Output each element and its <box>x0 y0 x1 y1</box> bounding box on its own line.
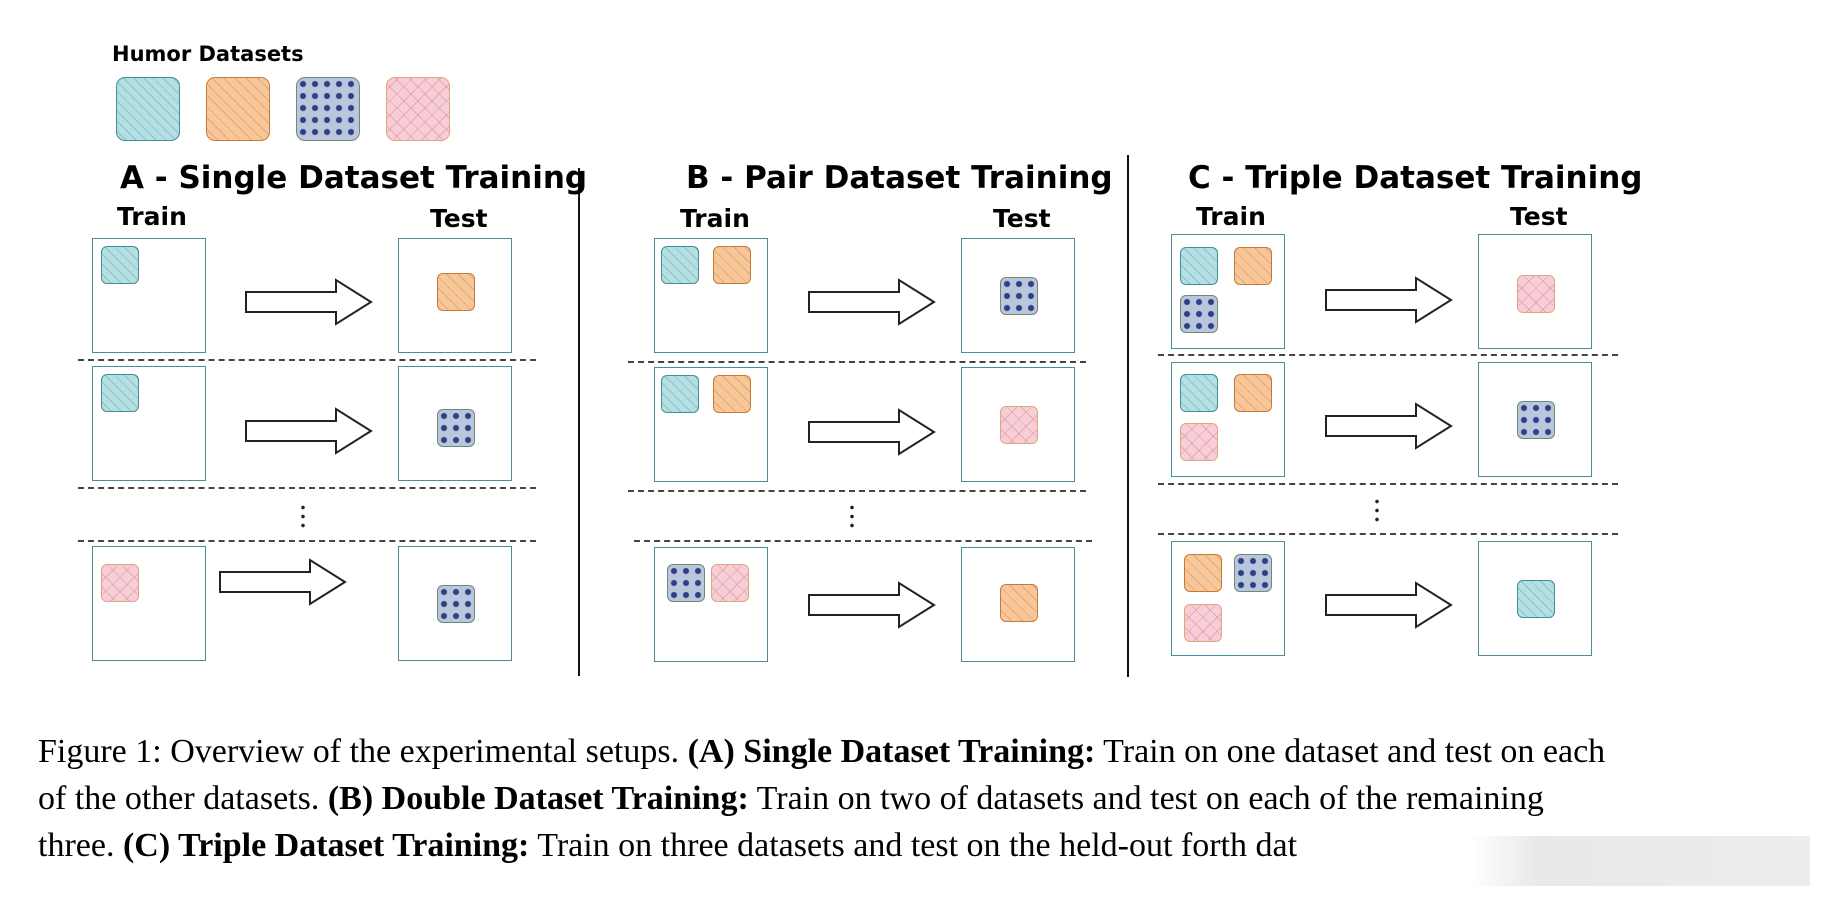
caption-text: three. <box>38 827 123 864</box>
dataset-tile-blue-dots <box>667 564 705 602</box>
dataset-tile-orange <box>1234 247 1272 285</box>
dataset-tile-orange <box>713 375 751 413</box>
panel-a-test-label: Test <box>430 204 488 233</box>
panel-c-ellipsis <box>1375 497 1379 523</box>
panel-a-separator-2 <box>78 487 536 489</box>
dataset-tile-teal <box>101 374 139 412</box>
panel-c-row1-train-box <box>1171 234 1285 349</box>
panel-a-row2-arrow <box>244 407 374 455</box>
dataset-tile-pink <box>1180 423 1218 461</box>
panel-a-row3-arrow <box>218 558 348 606</box>
dataset-tile-pink <box>1517 275 1555 313</box>
panel-c-row2-test-box <box>1478 362 1592 477</box>
caption-bold-c: (C) Triple Dataset Training: <box>122 827 530 864</box>
watermark-overlay <box>1470 836 1810 886</box>
panel-b-ellipsis <box>850 503 854 529</box>
panel-c-row2-train-box <box>1171 362 1285 477</box>
dataset-tile-blue-dots <box>1234 554 1272 592</box>
panel-a-ellipsis <box>301 503 305 529</box>
dataset-tile-pink <box>101 564 139 602</box>
caption-line-3: three. (C) Triple Dataset Training: Trai… <box>38 822 1818 869</box>
panel-b-row3-train-box <box>654 547 768 662</box>
caption-line-1: Figure 1: Overview of the experimental s… <box>38 728 1818 775</box>
legend-swatch-blue-dots <box>296 77 360 141</box>
legend-swatch-orange <box>206 77 270 141</box>
panel-c-separator-2 <box>1158 483 1618 485</box>
dataset-tile-blue-dots <box>437 409 475 447</box>
panel-a-row3-test-box <box>398 546 512 661</box>
panel-b-row3-arrow <box>807 581 937 629</box>
caption-text: Train on two of datasets and test on eac… <box>748 780 1544 817</box>
panel-b-row1-train-box <box>654 238 768 353</box>
panel-c-separator-1 <box>1158 354 1618 356</box>
caption-text: Train on three datasets and test on the … <box>529 827 1298 864</box>
dataset-tile-orange <box>713 246 751 284</box>
panel-c-separator-3 <box>1158 533 1618 535</box>
panel-c-row3-test-box <box>1478 541 1592 656</box>
panel-c-row3-arrow <box>1324 581 1454 629</box>
panel-b-row1-test-box <box>961 238 1075 353</box>
panel-a-row3-train-box <box>92 546 206 661</box>
dataset-tile-pink <box>1184 604 1222 642</box>
legend-title: Humor Datasets <box>112 42 304 66</box>
panel-b-row1-arrow <box>807 278 937 326</box>
dataset-tile-teal <box>1180 247 1218 285</box>
panel-b-row2-test-box <box>961 367 1075 482</box>
panel-c-row1-arrow <box>1324 276 1454 324</box>
panel-c-row1-test-box <box>1478 234 1592 349</box>
dataset-tile-blue-dots <box>1517 401 1555 439</box>
dataset-tile-teal <box>1180 374 1218 412</box>
panel-b-train-label: Train <box>680 204 750 233</box>
caption-bold-b: (B) Double Dataset Training: <box>327 780 749 817</box>
panel-c-train-label: Train <box>1196 202 1266 231</box>
panel-b-separator-2 <box>628 490 1086 492</box>
legend-swatch-teal <box>116 77 180 141</box>
caption-bold-a: (A) Single Dataset Training: <box>687 733 1096 770</box>
panel-b-row3-test-box <box>961 547 1075 662</box>
panel-b-title: B - Pair Dataset Training <box>686 160 1113 196</box>
dataset-tile-blue-dots <box>1000 277 1038 315</box>
panel-c-title: C - Triple Dataset Training <box>1188 160 1643 196</box>
caption-line-2: of the other datasets. (B) Double Datase… <box>38 775 1818 822</box>
panel-a-row1-arrow <box>244 278 374 326</box>
panel-a-title: A - Single Dataset Training <box>120 160 588 196</box>
panel-c-row3-train-box <box>1171 541 1285 656</box>
dataset-tile-orange <box>1184 554 1222 592</box>
dataset-tile-teal <box>661 375 699 413</box>
dataset-tile-teal <box>1517 580 1555 618</box>
caption-text: Train on one dataset and test on each <box>1095 733 1606 770</box>
panel-c-test-label: Test <box>1510 202 1568 231</box>
dataset-tile-pink <box>1000 406 1038 444</box>
panel-b-test-label: Test <box>993 204 1051 233</box>
panel-a-train-label: Train <box>117 202 187 231</box>
panel-c-row2-arrow <box>1324 402 1454 450</box>
dataset-tile-blue-dots <box>437 585 475 623</box>
panel-b-separator-1 <box>628 361 1086 363</box>
dataset-tile-blue-dots <box>1180 295 1218 333</box>
figure-caption: Figure 1: Overview of the experimental s… <box>38 728 1818 869</box>
panel-b-separator-3 <box>634 540 1092 542</box>
dataset-tile-orange <box>1234 374 1272 412</box>
panel-a-separator-3 <box>78 540 536 542</box>
caption-text: Figure 1: Overview of the experimental s… <box>38 733 688 770</box>
panel-divider-bc <box>1127 155 1129 677</box>
panel-a-row1-test-box <box>398 238 512 353</box>
dataset-tile-pink <box>711 564 749 602</box>
panel-a-separator-1 <box>78 359 536 361</box>
panel-divider-ab <box>578 168 580 676</box>
dataset-tile-teal <box>101 246 139 284</box>
panel-b-row2-train-box <box>654 367 768 482</box>
caption-text: of the other datasets. <box>38 780 328 817</box>
panel-a-row2-test-box <box>398 366 512 481</box>
legend-swatch-pink <box>386 77 450 141</box>
dataset-tile-orange <box>437 273 475 311</box>
panel-a-row1-train-box <box>92 238 206 353</box>
dataset-tile-teal <box>661 246 699 284</box>
dataset-tile-orange <box>1000 584 1038 622</box>
panel-a-row2-train-box <box>92 366 206 481</box>
panel-b-row2-arrow <box>807 408 937 456</box>
